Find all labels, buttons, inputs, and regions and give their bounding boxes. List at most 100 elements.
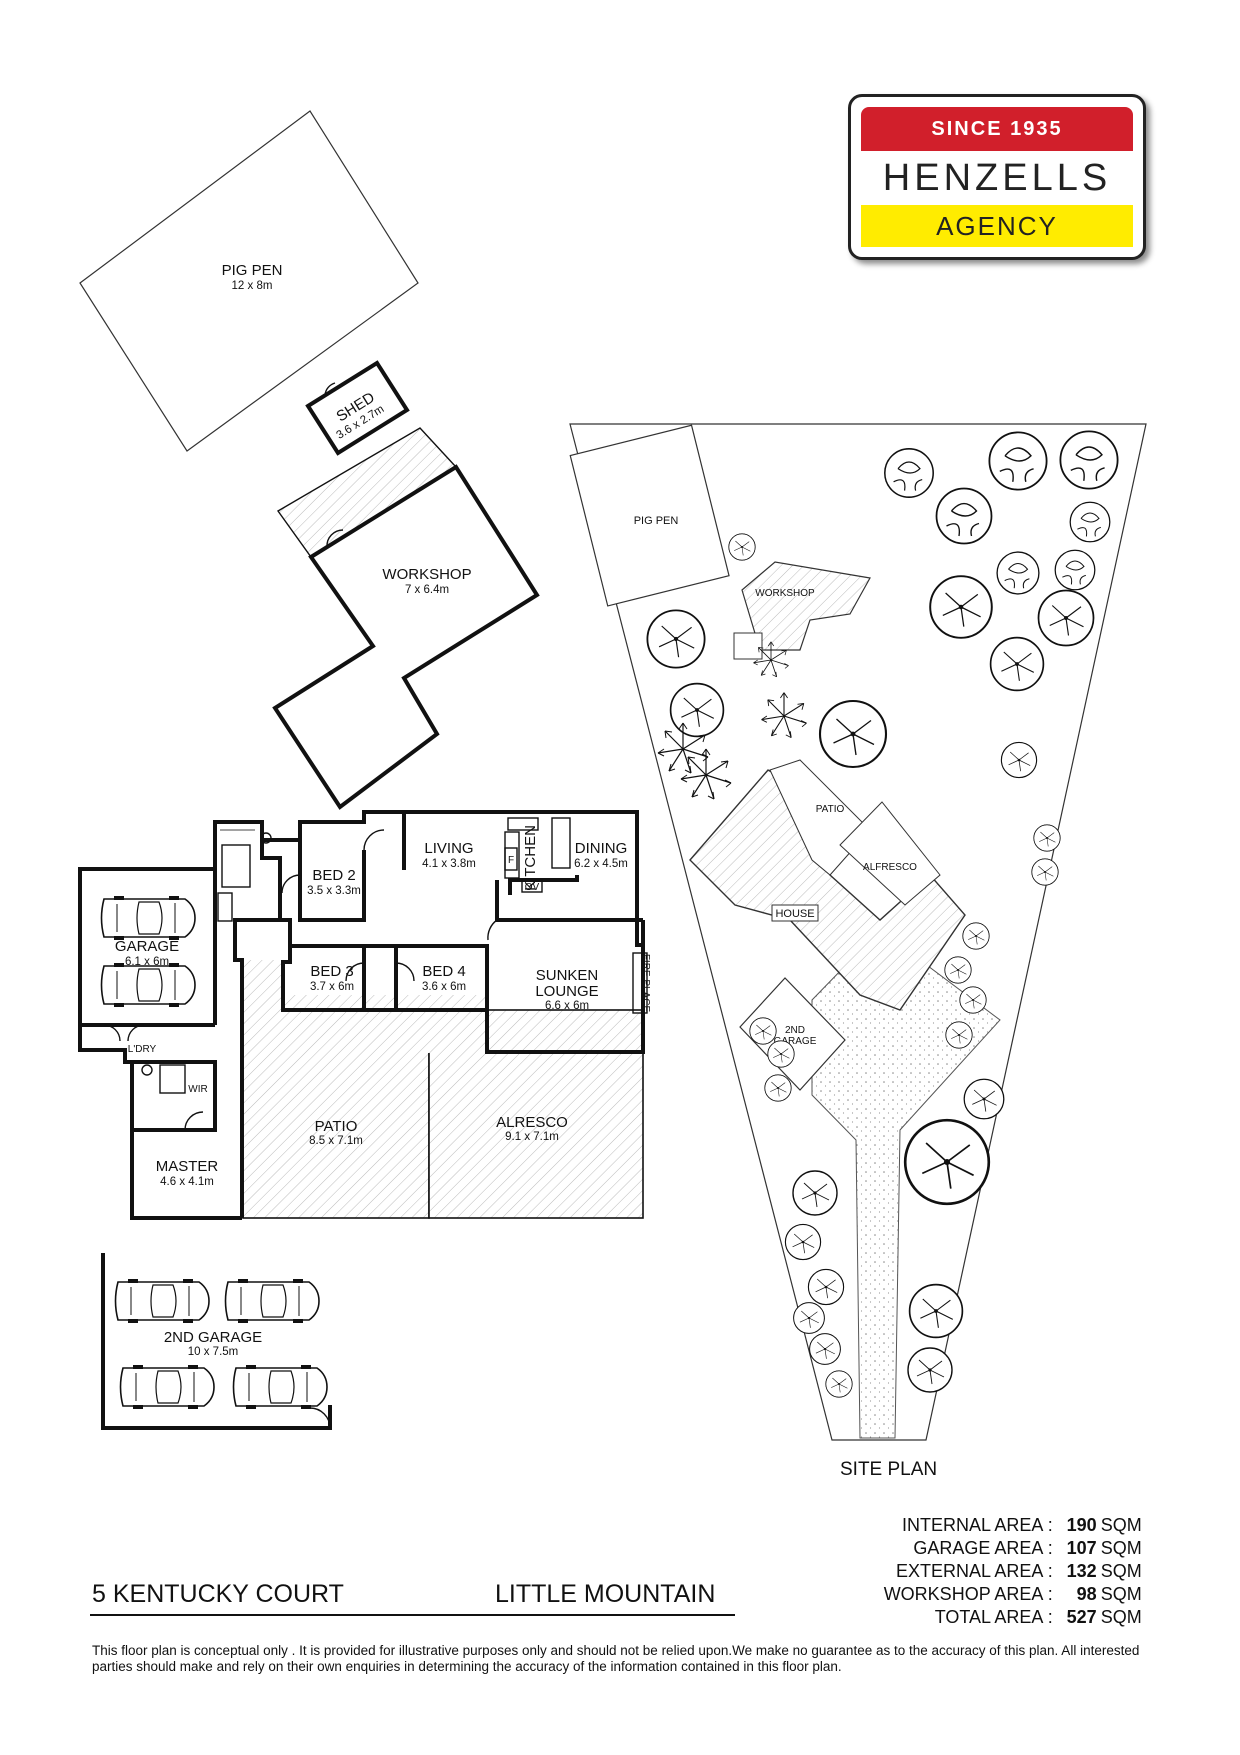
tree-icon	[988, 431, 1048, 491]
second-garage-car-3	[119, 1364, 215, 1410]
tree-icon	[1054, 549, 1096, 591]
logo-name: HENZELLS	[882, 156, 1112, 199]
tree-icon	[945, 1021, 973, 1049]
pig-pen-label: PIG PEN	[222, 262, 283, 279]
alresco-label: ALRESCO	[496, 1114, 568, 1131]
site-second-garage	[739, 977, 846, 1091]
area-unit: SQM	[1100, 1515, 1142, 1535]
area-unit: SQM	[1100, 1584, 1142, 1604]
workshop-size: 7 x 6.4m	[405, 584, 449, 596]
henzells-logo: SINCE 1935 HENZELLS AGENCY	[848, 94, 1146, 260]
tree-icon	[963, 1078, 1005, 1120]
kitchen-lounge-wall	[495, 880, 643, 922]
site-patio-label: PATIO	[816, 804, 845, 815]
workshop-label: WORKSHOP	[382, 566, 471, 583]
area-row: INTERNAL AREA : 190 SQM	[850, 1514, 1152, 1537]
second-garage-door	[309, 1407, 331, 1429]
logo-agency: AGENCY	[861, 205, 1133, 247]
second-garage-car-2	[224, 1278, 320, 1324]
tree-icon	[1069, 501, 1111, 543]
second-garage-outline	[101, 1253, 332, 1430]
sunken-lounge-size: 6.6 x 6m	[545, 1000, 589, 1012]
property-suburb: LITTLE MOUNTAIN	[495, 1580, 716, 1608]
site-house-tag	[771, 904, 819, 922]
tree-icon	[962, 922, 990, 950]
fridge-box	[504, 847, 518, 871]
living-door	[363, 829, 385, 851]
tree-icon	[884, 448, 934, 498]
site-pig-pen-label: PIG PEN	[634, 515, 679, 527]
toilet	[260, 832, 272, 844]
area-name: WORKSHOP AREA	[883, 1584, 1044, 1604]
area-row: EXTERNAL AREA : 132 SQM	[850, 1560, 1152, 1583]
second-garage-car-4	[232, 1364, 328, 1410]
oven-box	[521, 879, 543, 893]
living-dining-wall	[260, 810, 406, 870]
logo-since: SINCE 1935	[861, 107, 1133, 151]
living-size: 4.1 x 3.8m	[422, 858, 476, 870]
ensuite-shower	[159, 1064, 186, 1094]
dining-label: DINING	[575, 840, 628, 857]
wir-label: WIR	[188, 1084, 207, 1095]
tree-icon	[767, 1040, 795, 1068]
second-garage-size: 10 x 7.5m	[188, 1346, 239, 1358]
area-unit: SQM	[1100, 1561, 1142, 1581]
area-value: 132	[1066, 1561, 1097, 1581]
area-value: 98	[1076, 1584, 1097, 1604]
area-value: 190	[1066, 1515, 1097, 1535]
area-name: INTERNAL AREA	[902, 1515, 1044, 1535]
oven-label: OV	[525, 882, 540, 893]
garage-car-bottom	[100, 962, 196, 1008]
tree-icon	[1031, 858, 1059, 886]
tree-icon	[935, 487, 993, 545]
tree-icon	[809, 1333, 841, 1365]
dining-size: 6.2 x 4.5m	[574, 858, 628, 870]
master-door	[184, 1111, 204, 1131]
pig-pen-size: 12 x 8m	[232, 280, 273, 292]
fridge-label: F	[508, 855, 514, 866]
area-name: EXTERNAL AREA	[896, 1561, 1044, 1581]
second-garage-label: 2ND GARAGE	[164, 1329, 262, 1346]
tree-icon	[907, 1347, 953, 1393]
tree-icon	[1033, 824, 1061, 852]
laundry-label: L'DRY	[128, 1044, 157, 1055]
tree-icon	[825, 1370, 853, 1398]
garage-car-top	[100, 895, 196, 941]
bed4-size: 3.6 x 6m	[422, 981, 466, 993]
disclaimer-text: This floor plan is conceptual only . It …	[92, 1643, 1140, 1674]
master-size: 4.6 x 4.1m	[160, 1176, 214, 1188]
tree-icon	[944, 956, 972, 984]
bed3-door	[345, 962, 365, 982]
tree-icon	[646, 609, 706, 669]
area-row: TOTAL AREA : 527 SQM	[850, 1606, 1152, 1629]
side-verandah	[243, 960, 285, 1000]
area-row: WORKSHOP AREA : 98 SQM	[850, 1583, 1152, 1606]
area-value: 527	[1066, 1607, 1097, 1627]
site-pig-pen	[569, 424, 730, 607]
site-garage-label-2: GARAGE	[774, 1036, 817, 1047]
ensuite-wall	[132, 1060, 217, 1132]
area-row: GARAGE AREA : 107 SQM	[850, 1537, 1152, 1560]
tree-icon	[749, 1017, 777, 1045]
shed-outline	[305, 360, 410, 456]
site-alfresco-label: ALFRESCO	[863, 862, 917, 873]
site-shed	[733, 632, 763, 660]
site-alfresco	[839, 801, 941, 906]
house-east-wall	[280, 918, 645, 1054]
living-label: LIVING	[424, 840, 473, 857]
dining-bench	[551, 817, 571, 869]
kitchen-label: KITCHEN	[522, 825, 539, 891]
site-garage-label-1: 2ND	[785, 1025, 805, 1036]
master-label: MASTER	[156, 1158, 219, 1175]
garage-label: GARAGE	[115, 938, 179, 955]
tree-icon	[989, 636, 1045, 692]
tree-icon	[818, 699, 888, 769]
tree-icon	[669, 682, 725, 738]
tree-icon	[784, 1223, 822, 1261]
shed-door	[324, 382, 336, 396]
bed3-size: 3.7 x 6m	[310, 981, 354, 993]
site-house-label: HOUSE	[775, 908, 814, 920]
bed2-wall	[298, 840, 366, 922]
tree-icon	[807, 1268, 845, 1306]
